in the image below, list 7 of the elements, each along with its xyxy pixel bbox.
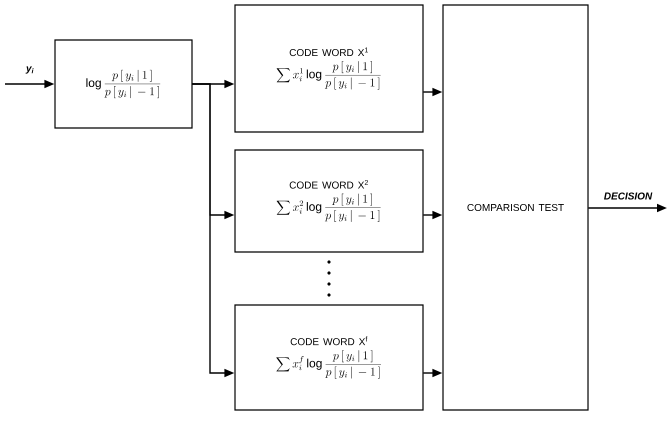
code-word-box: CODE WORD X$^{1}$ $\sum x_i^{1} \log \frac{p\,[\,y_i\,|\,1\,]}{p\,[\,y_i\,|\,-1\,]}$ (234, 4, 424, 133)
code-word-box: CODE WORD X$^{f}$ $\sum x_i^{f} \log \frac{p\,[\,y_i\,|\,1\,]}{p\,[\,y_i\,|\,-1\,]}$ (234, 304, 424, 411)
edge-label: y$_{i}$ (26, 66, 34, 74)
comparison-box: COMPARISON TEST (442, 4, 589, 411)
log-ratio-box: $\log \frac{p\,[\,y_i\,|\,1\,]}{p\,[\,y_i\,|\,-1\,]}$ (54, 39, 193, 129)
code-word-box: CODE WORD X$^{2}$ $\sum x_i^{2} \log \frac{p\,[\,y_i\,|\,1\,]}{p\,[\,y_i\,|\,-1\,]}$ (234, 149, 424, 253)
edge-label: DECISION (604, 192, 652, 200)
